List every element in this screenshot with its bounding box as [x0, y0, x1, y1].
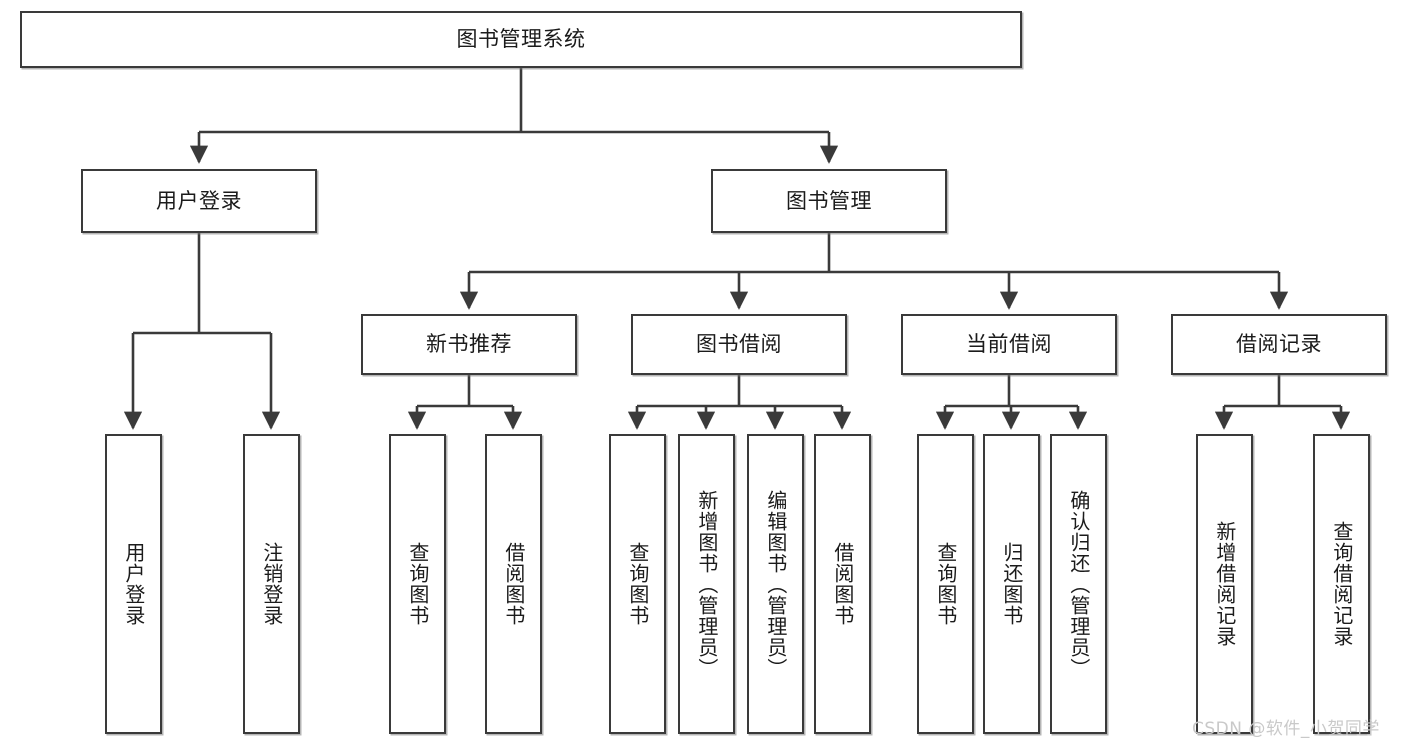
leaf-book-borrow-borrow-book[interactable]: 借阅图书	[814, 434, 871, 734]
node-label: 借阅图书	[501, 542, 526, 626]
leaf-borrow-record-add-record[interactable]: 新增借阅记录	[1196, 434, 1253, 734]
leaf-borrow-record-query-record[interactable]: 查询借阅记录	[1313, 434, 1370, 734]
leaf-new-book-query-book[interactable]: 查询图书	[389, 434, 446, 734]
node-label: 新增借阅记录	[1212, 521, 1237, 647]
node-label: 查询借阅记录	[1329, 521, 1354, 647]
leaf-book-borrow-query-book[interactable]: 查询图书	[609, 434, 666, 734]
node-label: 注销登录	[259, 542, 284, 626]
node-label: 图书管理	[786, 188, 872, 213]
leaf-user-login-do-login[interactable]: 用户登录	[105, 434, 162, 734]
node-label: 用户登录	[121, 542, 146, 626]
node-label: 图书管理系统	[456, 27, 586, 52]
leaf-current-borrow-query-book[interactable]: 查询图书	[917, 434, 974, 734]
node-root-book-management-system[interactable]: 图书管理系统	[20, 11, 1022, 68]
node-book-management[interactable]: 图书管理	[711, 169, 947, 233]
leaf-new-book-borrow-book[interactable]: 借阅图书	[485, 434, 542, 734]
node-borrow-record[interactable]: 借阅记录	[1171, 314, 1387, 375]
node-current-borrow[interactable]: 当前借阅	[901, 314, 1117, 375]
leaf-current-borrow-return-book[interactable]: 归还图书	[983, 434, 1040, 734]
node-label: 确认归还（管理员）	[1066, 489, 1091, 679]
leaf-book-borrow-edit-book-admin[interactable]: 编辑图书（管理员）	[747, 434, 804, 734]
node-book-borrow[interactable]: 图书借阅	[631, 314, 847, 375]
node-user-login[interactable]: 用户登录	[81, 169, 317, 233]
node-label: 新书推荐	[426, 332, 512, 357]
leaf-current-borrow-confirm-return-admin[interactable]: 确认归还（管理员）	[1050, 434, 1107, 734]
node-label: 用户登录	[156, 188, 242, 213]
node-label: 查询图书	[405, 542, 430, 626]
node-label: 编辑图书（管理员）	[763, 489, 788, 679]
node-label: 新增图书（管理员）	[694, 489, 719, 679]
node-label: 查询图书	[933, 542, 958, 626]
node-label: 图书借阅	[696, 332, 782, 357]
node-label: 查询图书	[625, 542, 650, 626]
csdn-watermark: CSDN @软件_小贺同学	[1192, 719, 1380, 739]
leaf-book-borrow-add-book-admin[interactable]: 新增图书（管理员）	[678, 434, 735, 734]
node-label: 借阅图书	[830, 542, 855, 626]
node-new-book-recommend[interactable]: 新书推荐	[361, 314, 577, 375]
node-label: 当前借阅	[966, 332, 1052, 357]
node-label: 归还图书	[999, 542, 1024, 626]
node-label: 借阅记录	[1236, 332, 1322, 357]
leaf-user-login-logout[interactable]: 注销登录	[243, 434, 300, 734]
